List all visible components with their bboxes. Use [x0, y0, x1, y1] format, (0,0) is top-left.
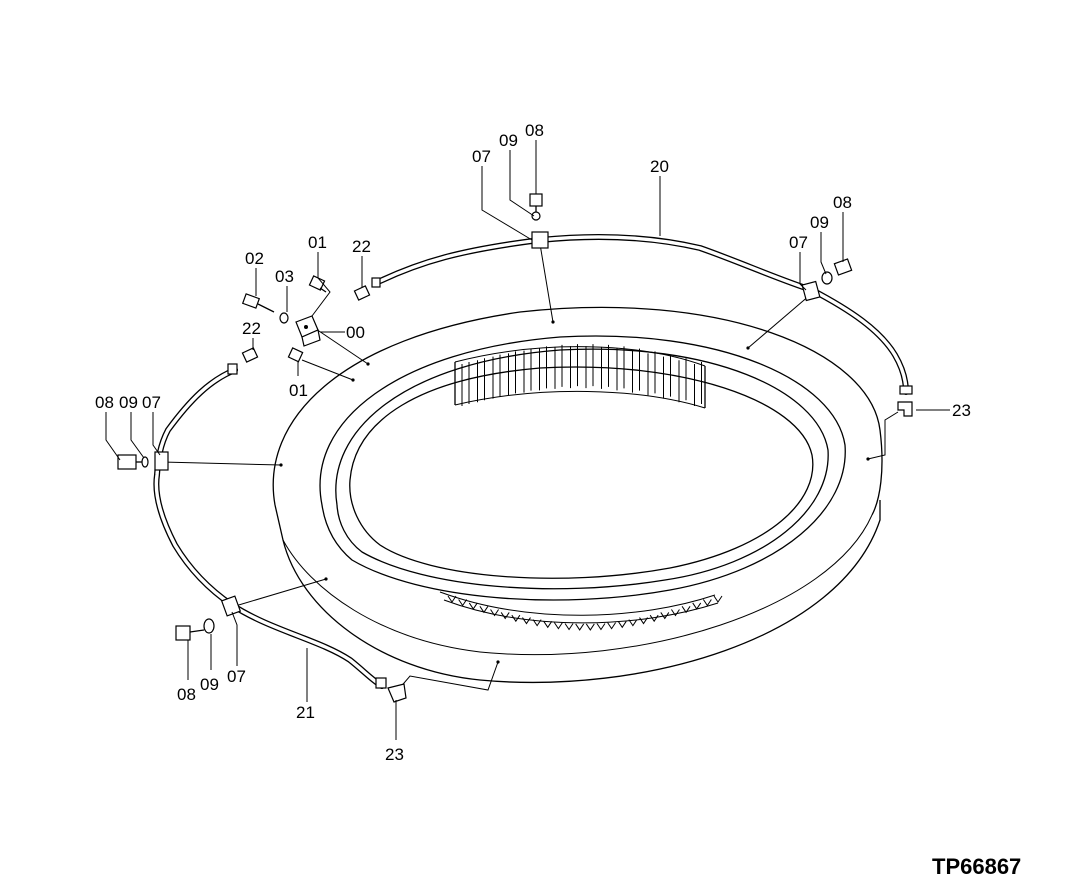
fitting-22-top [353, 277, 381, 301]
gear-tooth [663, 354, 671, 399]
gear-teeth-top [461, 344, 702, 406]
gear-tooth [468, 602, 478, 610]
label-08-right: 08 [833, 193, 852, 212]
gear-tooth [671, 609, 680, 617]
pipe-21 [153, 367, 385, 689]
gear-tooth [681, 606, 691, 614]
gear-tooth [564, 623, 574, 631]
tee-07-left [117, 451, 169, 471]
gear-tooth [649, 614, 659, 623]
gear-tooth [713, 595, 723, 603]
label-00: 00 [346, 323, 365, 342]
figure-id: TP66867 [932, 854, 1021, 879]
label-22-left: 22 [242, 319, 261, 338]
gear-tooth [585, 623, 595, 631]
label-09-bottom: 09 [200, 675, 219, 694]
gear-tooth [508, 351, 516, 396]
label-01-bottom: 01 [289, 381, 308, 400]
gear-tooth [702, 599, 712, 607]
gear-tooth [539, 346, 547, 391]
gear-tooth [522, 617, 531, 625]
gear-tooth [532, 619, 542, 627]
elbow-23-bottom [375, 677, 407, 703]
label-03: 03 [275, 267, 294, 286]
label-07-left: 07 [142, 393, 161, 412]
label-09-left: 09 [119, 393, 138, 412]
gear-tooth [694, 362, 702, 406]
gear-tooth [543, 621, 553, 629]
washer-03 [279, 312, 289, 324]
gear-tooth [639, 617, 648, 625]
swing-bearing [272, 306, 883, 683]
gear-tooth [500, 612, 510, 620]
gear-tooth [553, 622, 563, 630]
gear-tooth [477, 358, 485, 403]
label-07-bottom: 07 [227, 667, 246, 686]
label-23-right: 23 [952, 401, 971, 420]
gear-tooth [596, 623, 606, 631]
gear-tooth [678, 358, 687, 403]
fitting-01-bottom [287, 347, 304, 363]
gear-tooth [479, 606, 489, 614]
gear-tooth [632, 348, 640, 393]
distribution-block [295, 315, 321, 347]
gear-tooth [616, 346, 625, 391]
tee-07-bottom [175, 595, 242, 641]
label-07-right: 07 [789, 233, 808, 252]
label-07-top: 07 [472, 147, 491, 166]
gear-teeth-bottom [447, 595, 723, 631]
label-02: 02 [245, 249, 264, 268]
tee-07-top [529, 193, 549, 249]
gear-tooth [570, 344, 578, 389]
label-22-top: 22 [352, 237, 371, 256]
gear-tooth [492, 354, 501, 399]
gear-tooth [447, 595, 457, 603]
gear-tooth [554, 344, 563, 389]
gear-tooth [628, 619, 638, 627]
label-01-top: 01 [308, 233, 327, 252]
gear-tooth [585, 344, 594, 389]
gear-tooth [617, 621, 627, 629]
fitting-01-top [308, 275, 327, 293]
label-08-top: 08 [525, 121, 544, 140]
gear-tooth [511, 614, 521, 623]
label-20: 20 [650, 157, 669, 176]
gear-tooth [575, 623, 585, 631]
gear-tooth [523, 348, 532, 393]
part-labels: 00 01 01 02 03 22 22 07 09 08 20 07 09 0… [95, 121, 971, 764]
leader-lines [105, 140, 950, 740]
gear-tooth [458, 599, 468, 607]
gear-tooth [490, 609, 499, 617]
tee-07-right [801, 258, 853, 302]
fitting-22-left [227, 347, 259, 375]
gear-tooth [692, 602, 702, 610]
gear-tooth [660, 612, 670, 620]
label-08-left: 08 [95, 393, 114, 412]
gear-tooth [607, 622, 617, 630]
label-09-right: 09 [810, 213, 829, 232]
label-23-bottom: 23 [385, 745, 404, 764]
label-21: 21 [296, 703, 315, 722]
gear-tooth [647, 351, 656, 396]
gear-tooth [461, 362, 470, 406]
bolt-02 [241, 293, 275, 313]
label-08-bottom: 08 [177, 685, 196, 704]
pipe-20 [375, 234, 909, 395]
elbow-23-right [897, 385, 913, 417]
label-09-top: 09 [499, 131, 518, 150]
gear-tooth [601, 344, 609, 389]
